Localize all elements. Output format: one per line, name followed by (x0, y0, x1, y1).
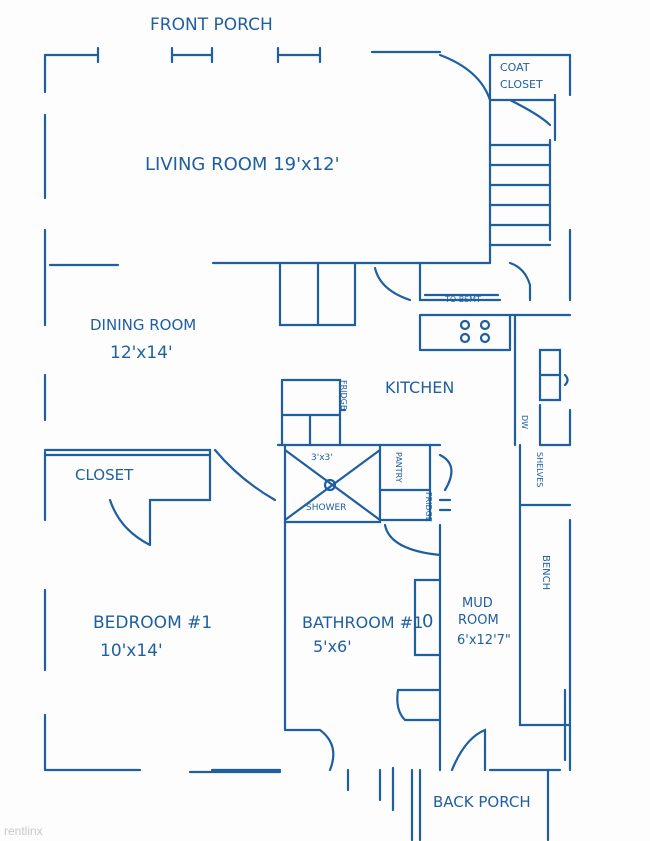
watermark: rentlinx (4, 824, 43, 838)
label-front-porch: FRONT PORCH (150, 15, 273, 35)
label-coat-closet-1: COAT (500, 61, 530, 74)
label-shower-size: 3'x3' (311, 453, 333, 463)
label-bench: BENCH (540, 555, 551, 590)
label-to-basement: TO BSMT (444, 295, 481, 304)
label-bedroom: BEDROOM #1 (93, 613, 212, 633)
label-mud-room-size: 6'x12'7" (457, 633, 511, 648)
walls (43, 46, 572, 841)
label-pantry: PANTRY (394, 452, 403, 483)
label-dishwasher: DW (520, 415, 529, 429)
label-coat-closet-2: CLOSET (500, 78, 543, 91)
label-bedroom-size: 10'x14' (100, 641, 163, 661)
label-shower: SHOWER (306, 503, 346, 513)
label-closet: CLOSET (75, 466, 134, 484)
label-shelves: SHELVES (535, 452, 544, 487)
label-dining-room-size: 12'x14' (110, 343, 173, 363)
label-mud-room-1: MUD (462, 596, 493, 611)
toilet-symbol: 0 (422, 611, 433, 632)
label-bathroom-size: 5'x6' (313, 637, 352, 656)
label-fridge-pantry: FRIDGE (424, 492, 433, 522)
label-bathroom: BATHROOM #1 (302, 613, 423, 632)
label-living-room: LIVING ROOM 19'x12' (145, 154, 340, 175)
label-fridge-kitchen: FRIDGE (339, 380, 348, 410)
label-mud-room-2: ROOM (458, 613, 499, 628)
label-kitchen: KITCHEN (385, 378, 454, 397)
label-back-porch: BACK PORCH (433, 793, 531, 811)
label-dining-room: DINING ROOM (90, 316, 196, 334)
